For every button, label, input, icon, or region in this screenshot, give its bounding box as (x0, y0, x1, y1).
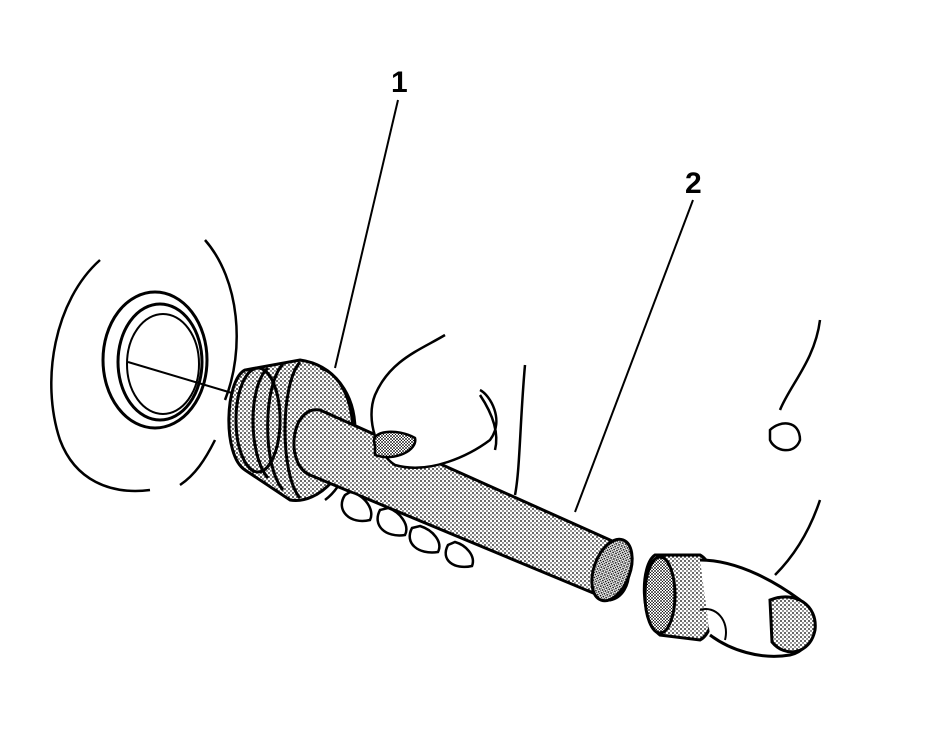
arm-lower-line (774, 499, 822, 576)
bushing-inner-edge (126, 313, 200, 415)
hammer-knuckle (768, 595, 817, 654)
hand-wrist-line (513, 364, 527, 496)
installer-step-2 (266, 362, 285, 491)
driver-handle (292, 408, 634, 603)
callout-leaders (334, 99, 694, 513)
bushing-center-line (127, 361, 233, 394)
installer-step-3 (283, 361, 302, 499)
hand-finger-4 (444, 540, 475, 569)
hammer-assembly (642, 319, 822, 658)
hand-finger-3 (408, 524, 441, 554)
housing-outer-arc-bottom (179, 439, 217, 487)
bushing-inner-ring (116, 302, 204, 422)
hand-thumbnail (372, 430, 417, 459)
housing-outer-arc-top (204, 239, 238, 401)
housing-bore (50, 239, 238, 493)
hammer-finger-line (699, 608, 727, 641)
bushing (101, 290, 233, 430)
callout-label-2: 2 (685, 167, 702, 200)
leader-line-1 (334, 99, 399, 369)
hand (340, 333, 527, 569)
hammer-face (643, 555, 677, 635)
arm-upper-line (778, 319, 822, 411)
hand-finger-1 (340, 490, 373, 523)
callout-label-1: 1 (391, 66, 408, 99)
hand-knuckle-line (478, 394, 498, 451)
leader-line-2 (574, 199, 694, 513)
housing-outer-arc-left (50, 259, 151, 493)
thumb-tip (768, 422, 802, 452)
hand-finger-2 (376, 506, 408, 537)
driver-handle-end (590, 537, 634, 603)
installer-step-1 (251, 366, 270, 479)
